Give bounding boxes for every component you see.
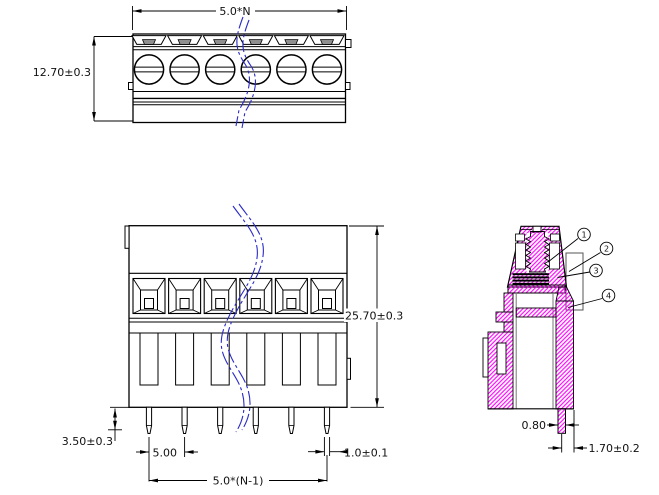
dim-label-pitch: 5.00 [153,447,178,460]
dim-pin-thickness: 0.80 [522,419,579,432]
wire-entry [132,277,166,315]
callout-2: 2 [604,245,609,254]
callout-1: 1 [581,231,586,240]
dim-top-height: 12.70±0.3 [33,36,133,122]
dim-total-pitch: 5.0*(N-1) [149,455,328,488]
front-view: 25.70±0.3 3.50±0.3 5.00 [62,203,410,488]
dim-pin-length: 3.50±0.3 [62,406,129,448]
break-line [220,203,264,433]
screw-head [133,54,165,85]
side-section-view: 1 2 3 4 0.80 1.70±0.2 [482,225,640,455]
dim-label-top-height: 12.70±0.3 [33,66,91,79]
dim-width: 5.0*N [132,5,347,30]
housing-right-wall-section [555,286,575,410]
dim-label-pin-offset: 1.70±0.2 [589,442,640,455]
dim-label-pin-thickness: 0.80 [522,419,547,432]
dim-pin-width: 1.0±0.1 [308,437,388,460]
dim-pin-offset: 1.70±0.2 [548,410,640,455]
wire-clamp-coil [512,273,549,285]
dim-pitch: 5.00 [136,437,198,482]
callout-3: 3 [593,267,598,276]
callouts [547,227,616,308]
dim-front-height: 25.70±0.3 [344,225,410,408]
callout-4: 4 [606,292,611,301]
dim-label-total-pitch: 5.0*(N-1) [213,475,264,488]
break-line [235,16,256,129]
dim-label-pin-length: 3.50±0.3 [62,435,113,448]
solder-pin [145,406,153,434]
dim-label-front-height: 25.70±0.3 [345,310,403,323]
dim-label-pin-width: 1.0±0.1 [344,447,388,460]
top-view: 5.0*N 12.70±0.3 [33,5,352,129]
solder-pin-section [557,408,566,434]
clamp-screw-section [525,231,550,273]
housing-left-wall-section [482,292,514,410]
dim-label-top-width: 5.0*N [219,5,250,18]
